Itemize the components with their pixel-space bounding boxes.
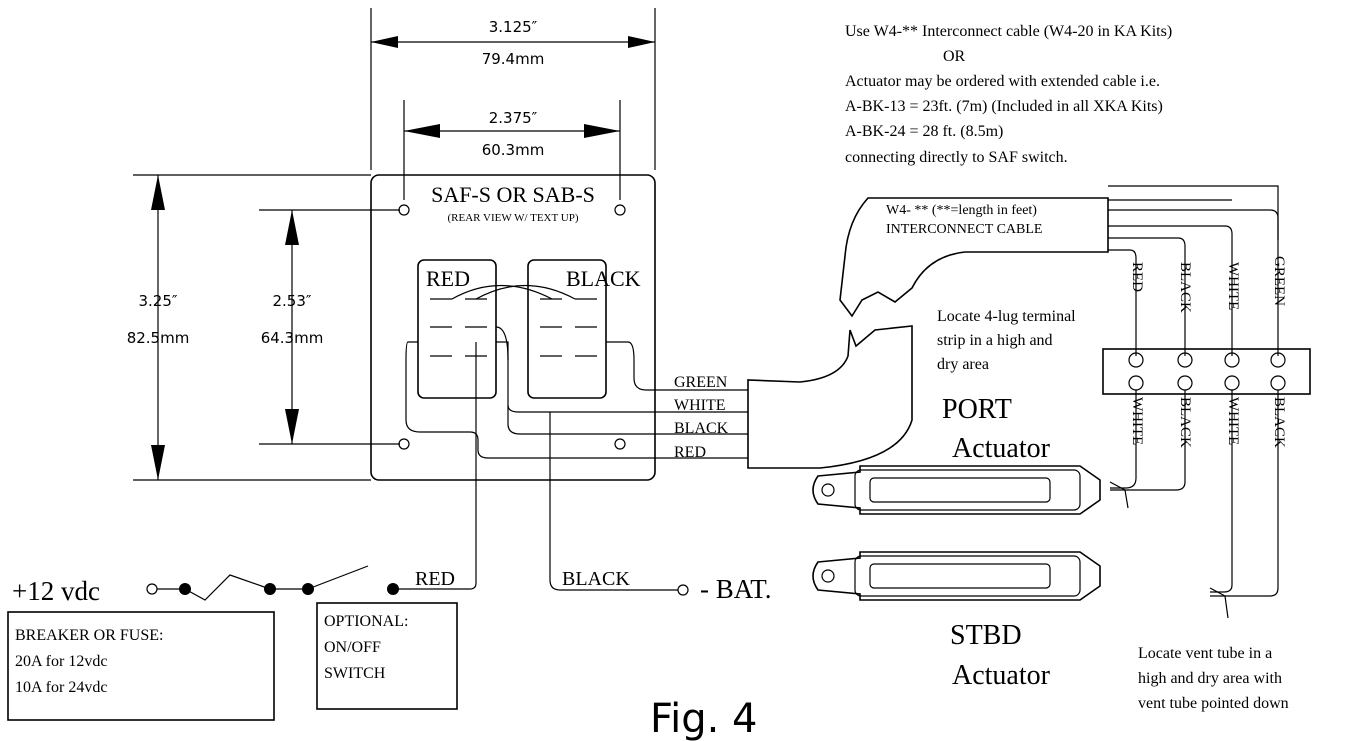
width-inches: 3.125″ <box>489 18 538 36</box>
port-label-2: Actuator <box>952 433 1051 464</box>
height-mm: 82.5mm <box>127 329 190 347</box>
stbd-label-2: Actuator <box>952 660 1051 691</box>
switch-subtitle: (REAR VIEW W/ TEXT UP) <box>448 212 579 224</box>
switch-title: SAF-S OR SAB-S <box>431 182 595 207</box>
battery-label: - BAT. <box>700 574 772 604</box>
cable-label-1: W4- ** (**=length in feet) <box>886 203 1037 218</box>
breaker-box <box>7 611 275 721</box>
power-black-label: BLACK <box>562 568 630 590</box>
hole-spacing-mm: 60.3mm <box>482 141 545 159</box>
switch-panel: SAF-S OR SAB-S (REAR VIEW W/ TEXT UP) RE… <box>370 174 656 481</box>
hole-vspacing-inches: 2.53″ <box>272 292 311 310</box>
terminal-bottom-white-2: WHITE <box>1225 397 1241 445</box>
note-line-3: Actuator may be ordered with extended ca… <box>845 73 1160 90</box>
terminal-top-white: WHITE <box>1225 262 1241 310</box>
breaker-line-1: BREAKER OR FUSE: <box>15 627 163 644</box>
figure-label: Fig. 4 <box>650 696 757 741</box>
power-red-label: RED <box>415 568 455 590</box>
hole-vspacing-mm: 64.3mm <box>261 329 324 347</box>
vent-line-3: vent tube pointed down <box>1138 695 1289 712</box>
stbd-label-1: STBD <box>950 620 1022 651</box>
switch-right-label: BLACK <box>566 266 641 291</box>
wire-label-red: RED <box>674 444 706 461</box>
height-inches: 3.25″ <box>138 292 177 310</box>
terminal-note-3: dry area <box>937 356 989 373</box>
stbd-actuator: STBD Actuator <box>812 551 1101 691</box>
voltage-label: +12 vdc <box>12 576 100 606</box>
breaker-line-2: 20A for 12vdc <box>15 653 107 670</box>
vent-note: Locate vent tube in a high and dry area … <box>1138 645 1289 712</box>
note-line-6: connecting directly to SAF switch. <box>845 149 1068 166</box>
cable-notes: Use W4-** Interconnect cable (W4-20 in K… <box>845 23 1172 166</box>
vent-line-1: Locate vent tube in a <box>1138 645 1272 662</box>
terminal-bottom-black-2: BLACK <box>1271 397 1287 448</box>
vent-line-2: high and dry area with <box>1138 670 1282 687</box>
optional-line-3: SWITCH <box>324 665 386 682</box>
width-mm: 79.4mm <box>482 50 545 68</box>
note-line-1: Use W4-** Interconnect cable (W4-20 in K… <box>845 23 1172 40</box>
terminal-top-green: GREEN <box>1271 256 1287 306</box>
port-label-1: PORT <box>942 394 1012 425</box>
wire-label-green: GREEN <box>674 374 728 391</box>
terminal-note-2: strip in a high and <box>937 332 1053 349</box>
optional-switch-box <box>316 602 458 710</box>
switch-left-label: RED <box>426 266 470 291</box>
optional-line-2: ON/OFF <box>324 639 381 656</box>
terminal-bottom-white-1: WHITE <box>1129 397 1145 445</box>
wire-label-white: WHITE <box>674 397 726 414</box>
switch-wires: GREEN WHITE BLACK RED <box>405 326 748 461</box>
note-line-5: A-BK-24 = 28 ft. (8.5m) <box>845 123 1003 140</box>
top-dimensions: 3.125″ 79.4mm 2.375″ 60.3mm <box>370 8 656 200</box>
optional-line-1: OPTIONAL: <box>324 613 408 630</box>
actuator-wires <box>1109 390 1279 619</box>
terminal-top-black: BLACK <box>1177 262 1193 313</box>
terminal-note-1: Locate 4-lug terminal <box>937 308 1076 325</box>
note-line-2: OR <box>943 48 966 65</box>
breaker-line-3: 10A for 24vdc <box>15 679 107 696</box>
power-circuit: +12 vdc RED BLACK - BAT. BREAKER OR FUSE… <box>7 342 772 721</box>
cable-wires <box>1108 185 1279 356</box>
note-line-4: A-BK-13 = 23ft. (7m) (Included in all XK… <box>845 98 1163 115</box>
wire-label-black: BLACK <box>674 420 729 437</box>
interconnect-cable: W4- ** (**=length in feet) INTERCONNECT … <box>747 197 1109 469</box>
port-actuator: PORT Actuator <box>812 394 1101 515</box>
left-dimensions: 3.25″ 82.5mm 2.53″ 64.3mm <box>127 174 400 481</box>
terminal-top-red: RED <box>1129 262 1145 292</box>
cable-label-2: INTERCONNECT CABLE <box>886 222 1042 237</box>
hole-spacing-inches: 2.375″ <box>489 109 538 127</box>
